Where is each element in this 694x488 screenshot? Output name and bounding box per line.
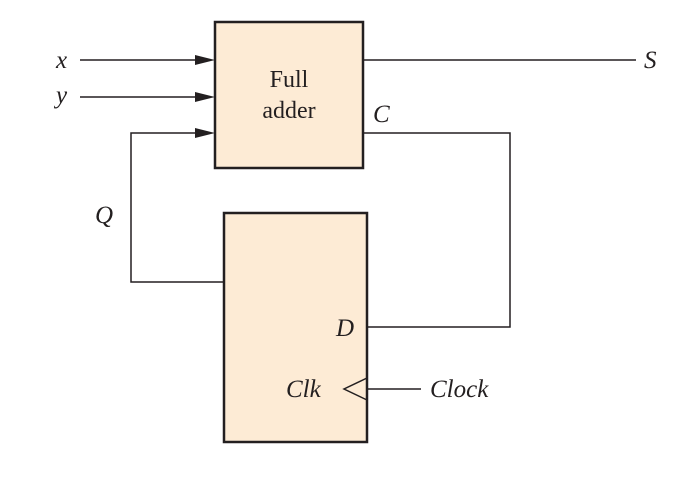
sum-output-label: S bbox=[644, 47, 657, 74]
d-input-label: D bbox=[335, 315, 354, 342]
input-y-label: y bbox=[53, 82, 68, 109]
q-feedback-wire bbox=[130, 132, 224, 283]
clk-input-label: Clk bbox=[286, 376, 322, 403]
full-adder-block bbox=[213, 20, 365, 170]
input-x-label: x bbox=[55, 47, 67, 74]
q-label: Q bbox=[95, 202, 113, 229]
clock-label: Clock bbox=[430, 376, 489, 403]
q-feedback-arrow bbox=[195, 128, 215, 138]
carry-output-label: C bbox=[373, 101, 390, 128]
d-flip-flop-block bbox=[222, 211, 369, 444]
clock-triangle-icon bbox=[342, 377, 368, 401]
full-adder-label-line2: adder bbox=[262, 98, 315, 124]
carry-feedback-wire bbox=[363, 132, 511, 328]
input-x-arrow bbox=[195, 55, 215, 65]
input-y-arrow bbox=[195, 92, 215, 102]
full-adder-label-line1: Full bbox=[270, 67, 309, 93]
